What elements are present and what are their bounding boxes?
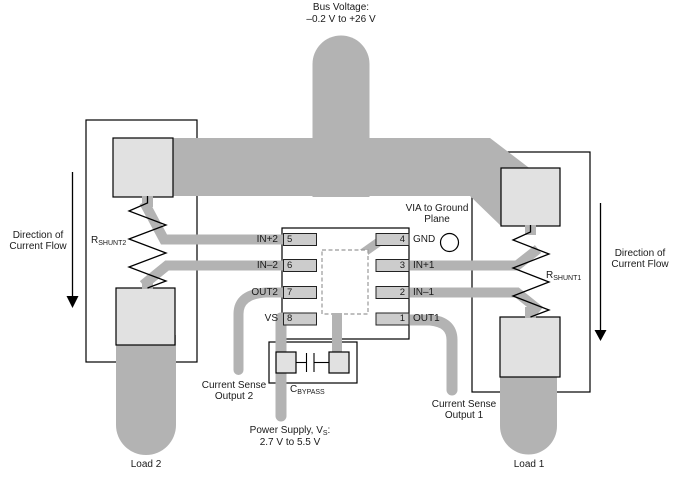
rshunt1-label: RSHUNT1 <box>546 270 582 282</box>
shunt1-bottom-lead <box>525 307 536 318</box>
pin4-number: 4 <box>399 233 405 245</box>
bypass-cap-pad-left <box>275 351 297 374</box>
bus-voltage-label: Bus Voltage: –0.2 V to +26 V <box>306 2 376 25</box>
right-current-arrow <box>594 203 607 341</box>
pin6-pad <box>283 259 317 272</box>
pin5-label: IN+2 <box>256 233 278 245</box>
ground-via <box>439 232 460 253</box>
pin3-number: 3 <box>399 259 405 271</box>
pin7-label: OUT2 <box>251 286 278 298</box>
shunt2-top-pad <box>112 137 174 198</box>
shunt2-resistor-symbol <box>127 196 168 289</box>
shunt1-bottom-pad <box>499 316 561 378</box>
out1-trace <box>401 314 458 396</box>
in1-plus-trace <box>407 245 542 271</box>
current-sense-output1-label: Current Sense Output 1 <box>431 399 497 421</box>
pin3-label: IN+1 <box>413 259 435 271</box>
rshunt2-label: RSHUNT2 <box>91 235 127 247</box>
load2-trace <box>116 335 176 455</box>
in2-plus-trace <box>139 199 285 245</box>
shunt2-bottom-pad <box>115 287 176 346</box>
bypass-cap-pad-right <box>328 351 350 374</box>
pin2-number: 2 <box>399 286 405 298</box>
pin8-number: 8 <box>287 313 293 324</box>
pin5-pad <box>283 233 317 246</box>
pin5-number: 5 <box>287 233 293 245</box>
direction-left-label: Direction of Current Flow <box>9 230 67 252</box>
pin2-pad <box>375 286 410 299</box>
pin7-pad <box>283 286 317 299</box>
out2-trace <box>233 287 288 375</box>
shunt1-top-pad <box>500 167 561 227</box>
power-supply-label: Power Supply, VS: 2.7 V to 5.5 V <box>249 425 331 448</box>
pin4-label: GND <box>413 233 436 245</box>
pin7-number: 7 <box>287 286 293 298</box>
capacitor-symbol <box>296 353 329 372</box>
pin4-pad <box>375 233 410 246</box>
load1-trace <box>500 368 557 455</box>
pin8-label: VS <box>264 313 278 324</box>
load1-label: Load 1 <box>513 459 545 470</box>
left-current-arrow <box>66 172 79 308</box>
current-sense-output2-label: Current Sense Output 2 <box>201 380 267 402</box>
pin3-pad <box>375 259 410 272</box>
pin8-pad <box>283 312 317 326</box>
direction-right-label: Direction of Current Flow <box>611 248 669 270</box>
bus-horizontal-trace <box>140 138 545 226</box>
pin2-label: IN–1 <box>413 286 435 298</box>
load2-label: Load 2 <box>130 459 162 470</box>
via-label: VIA to Ground Plane <box>405 203 469 225</box>
in2-minus-trace <box>139 260 285 289</box>
cbypass-label: CBYPASS <box>290 384 325 396</box>
pin6-label: IN–2 <box>256 259 278 271</box>
pin1-pad <box>375 312 410 326</box>
pin1-number: 1 <box>399 313 405 324</box>
ic-thermal-pad <box>321 249 369 315</box>
in1-minus-trace <box>407 287 544 315</box>
shunt1-resistor-symbol <box>511 225 551 318</box>
pin6-number: 6 <box>287 259 293 271</box>
pin1-label: OUT1 <box>413 313 440 324</box>
